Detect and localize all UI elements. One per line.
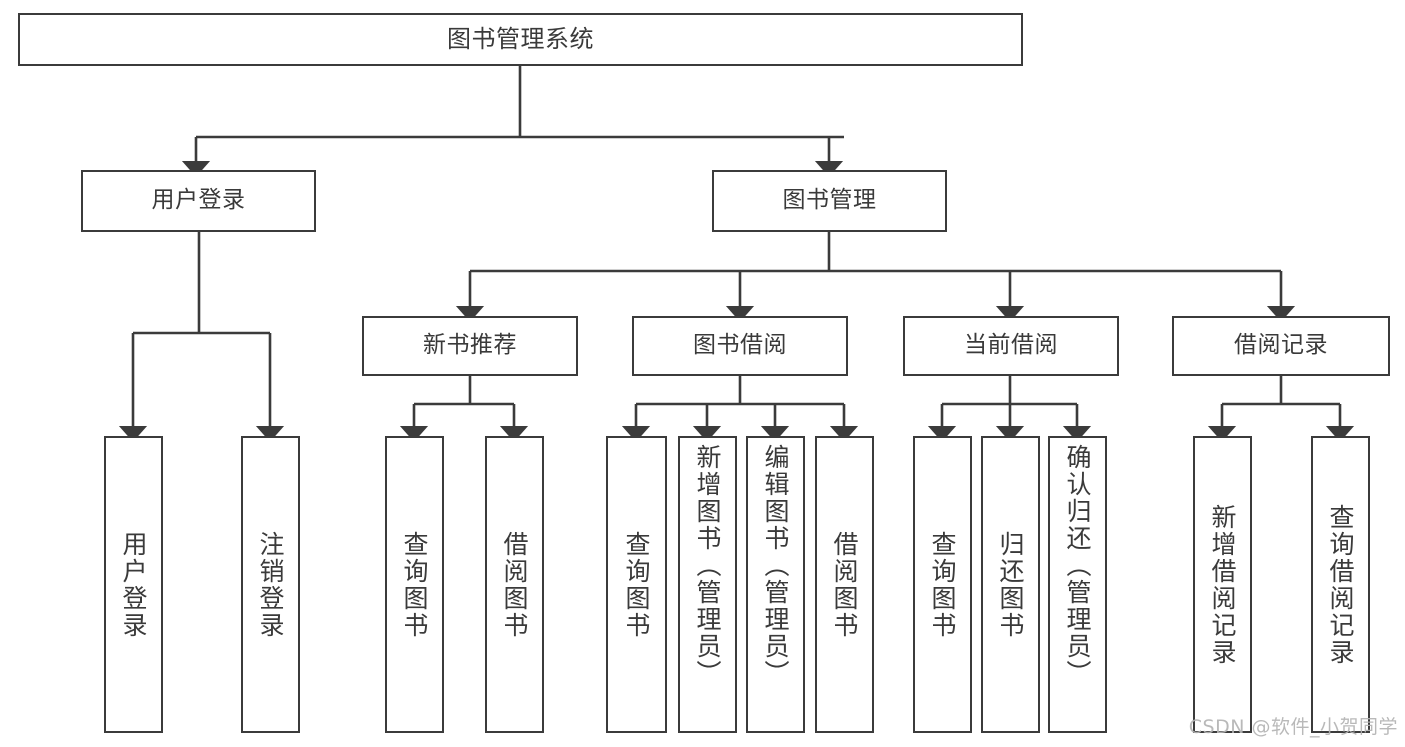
node-label: 查询图书 — [928, 530, 957, 639]
node-label: 用户登录 — [119, 530, 148, 639]
node-leaf-logout[interactable]: 注销登录 — [241, 436, 300, 733]
node-label: 查询图书 — [400, 530, 429, 639]
node-leaf-query-borrow-record[interactable]: 查询借阅记录 — [1311, 436, 1370, 733]
node-leaf-borrow-book[interactable]: 借阅图书 — [815, 436, 874, 733]
node-label: 用户登录 — [151, 187, 246, 214]
node-label: 查询借阅记录 — [1326, 503, 1355, 666]
node-book-borrow[interactable]: 图书借阅 — [632, 316, 848, 376]
node-user-login[interactable]: 用户登录 — [81, 170, 316, 232]
node-leaf-user-login[interactable]: 用户登录 — [104, 436, 163, 733]
node-leaf-confirm-return[interactable]: 确认归还（管理员） — [1048, 436, 1107, 733]
node-label: 查询图书 — [622, 530, 651, 639]
node-label: 注销登录 — [256, 530, 285, 639]
node-leaf-add-book[interactable]: 新增图书（管理员） — [678, 436, 737, 733]
node-leaf-query-book-borrow[interactable]: 查询图书 — [606, 436, 667, 733]
node-current-borrow[interactable]: 当前借阅 — [903, 316, 1119, 376]
node-label: 新增借阅记录 — [1208, 503, 1237, 666]
node-label: 借阅记录 — [1234, 332, 1328, 359]
node-book-manage[interactable]: 图书管理 — [712, 170, 947, 232]
node-label: 新增图书（管理员） — [693, 444, 722, 687]
node-leaf-edit-book[interactable]: 编辑图书（管理员） — [746, 436, 805, 733]
node-label: 借阅图书 — [830, 530, 859, 639]
node-root-book-management-system[interactable]: 图书管理系统 — [18, 13, 1023, 66]
node-label: 确认归还（管理员） — [1063, 444, 1092, 687]
node-borrow-record[interactable]: 借阅记录 — [1172, 316, 1390, 376]
node-label: 图书借阅 — [693, 332, 787, 359]
node-leaf-query-book-current[interactable]: 查询图书 — [913, 436, 972, 733]
node-leaf-return-book[interactable]: 归还图书 — [981, 436, 1040, 733]
node-label: 新书推荐 — [423, 332, 517, 359]
node-leaf-borrow-book-recommend[interactable]: 借阅图书 — [485, 436, 544, 733]
node-leaf-add-borrow-record[interactable]: 新增借阅记录 — [1193, 436, 1252, 733]
node-leaf-query-book-recommend[interactable]: 查询图书 — [385, 436, 444, 733]
node-label: 图书管理系统 — [447, 25, 594, 54]
node-new-book-recommend[interactable]: 新书推荐 — [362, 316, 578, 376]
node-label: 当前借阅 — [964, 332, 1058, 359]
node-label: 编辑图书（管理员） — [761, 444, 790, 687]
node-label: 借阅图书 — [500, 530, 529, 639]
node-label: 图书管理 — [782, 187, 877, 214]
node-label: 归还图书 — [996, 530, 1025, 639]
